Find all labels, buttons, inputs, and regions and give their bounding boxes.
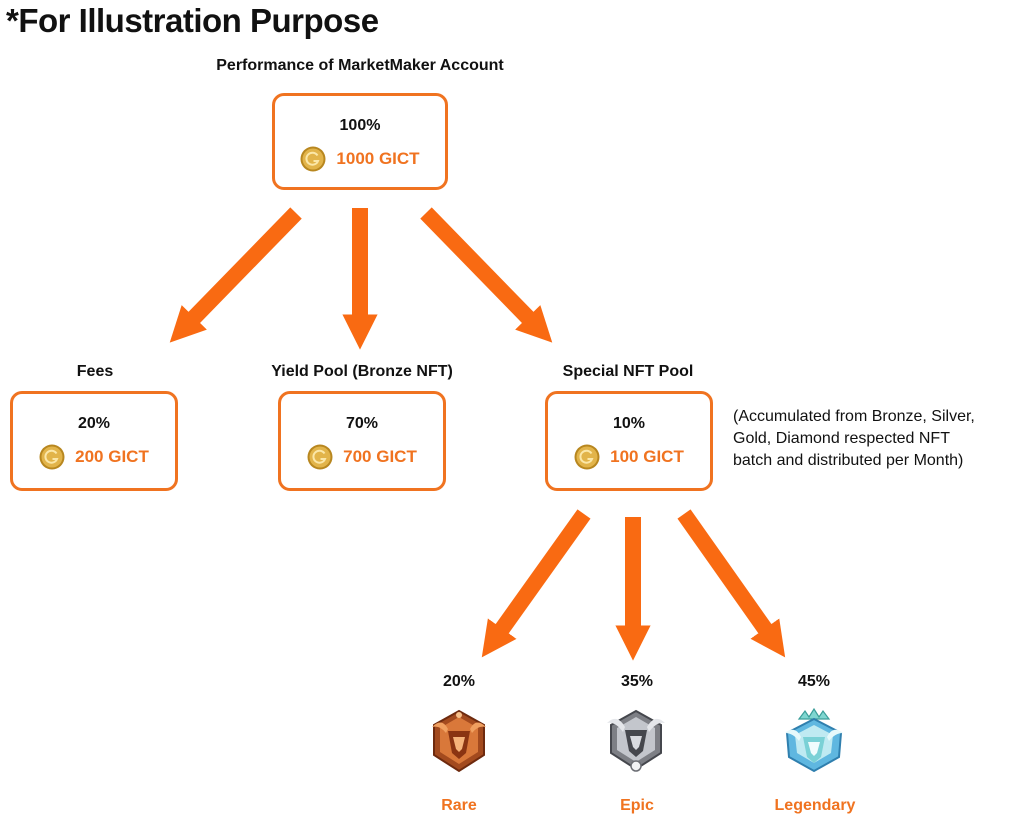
bronze-bull-badge-icon [432, 709, 486, 773]
fees-amount: 200 GICT [75, 447, 149, 466]
gict-coin-icon [300, 146, 326, 172]
yield-pool-percent: 70% [345, 415, 379, 432]
special-pool-note: (Accumulated from Bronze, Silver, Gold, … [733, 406, 1023, 472]
fees-percent: 20% [77, 415, 111, 432]
silver-bull-badge-icon [607, 709, 665, 772]
yield-pool-amount-row: 700 GICT [281, 444, 443, 470]
epic-label: Epic [620, 797, 654, 814]
yield-pool-heading: Yield Pool (Bronze NFT) [271, 363, 453, 380]
yield-pool-amount: 700 GICT [343, 447, 417, 466]
illustration-banner: *For Illustration Purpose [6, 2, 379, 39]
special-pool-note-line: batch and distributed per Month) [733, 452, 964, 469]
fees-amount-row: 200 GICT [13, 444, 175, 470]
rare-label: Rare [441, 797, 477, 814]
arrow-to-rare [481, 509, 591, 658]
special-pool-box: 10% 100 GICT [545, 391, 713, 491]
special-pool-amount-row: 100 GICT [548, 444, 710, 470]
special-pool-note-line: Gold, Diamond respected NFT [733, 430, 950, 447]
special-pool-heading: Special NFT Pool [562, 363, 694, 380]
gict-coin-icon [39, 444, 65, 470]
fees-heading: Fees [76, 363, 114, 380]
epic-percent: 35% [620, 673, 654, 690]
special-pool-percent: 10% [612, 415, 646, 432]
legendary-percent: 45% [797, 673, 831, 690]
arrow-to-fees [169, 207, 302, 343]
special-pool-note-line: (Accumulated from Bronze, Silver, [733, 408, 975, 425]
root-box: 100% 1000 GICT [272, 93, 448, 190]
special-pool-amount: 100 GICT [610, 447, 684, 466]
fees-box: 20% 200 GICT [10, 391, 178, 491]
diamond-bull-badge-icon [785, 707, 843, 773]
yield-pool-box: 70% 700 GICT [278, 391, 446, 491]
rare-percent: 20% [442, 673, 476, 690]
gict-coin-icon [574, 444, 600, 470]
root-heading: Performance of MarketMaker Account [216, 57, 504, 74]
gict-coin-icon [307, 444, 333, 470]
arrow-to-special-pool [420, 207, 553, 343]
root-amount: 1000 GICT [336, 149, 420, 168]
root-amount-row: 1000 GICT [275, 146, 445, 172]
root-percent: 100% [339, 117, 381, 134]
legendary-label: Legendary [774, 797, 856, 814]
arrow-to-legendary [677, 509, 786, 658]
